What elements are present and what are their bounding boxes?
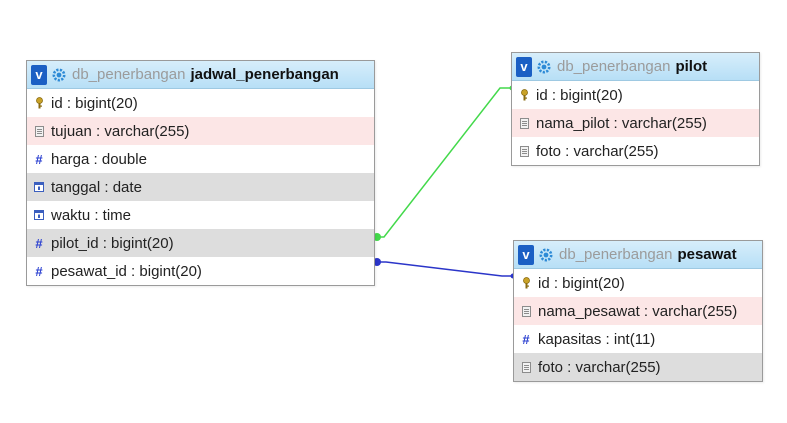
gear-icon[interactable] [537,60,551,74]
key-icon [518,89,530,101]
column-label: kapasitas : int(11) [538,330,656,348]
column-row[interactable]: waktu : time [27,201,374,229]
column-row[interactable]: id : bigint(20) [27,89,374,117]
text-icon [518,117,530,129]
column-label: pesawat_id : bigint(20) [51,262,202,280]
column-row[interactable]: foto : varchar(255) [512,137,759,165]
time-icon [33,210,45,220]
table-pesawat[interactable]: v db_penerbangan pesawat id : bigint(20)… [513,240,763,382]
database-name: db_penerbangan [559,246,673,263]
database-name: db_penerbangan [72,66,186,83]
column-row[interactable]: id : bigint(20) [512,81,759,109]
table-jadwal-penerbangan[interactable]: v db_penerbangan jadwal_penerbangan id :… [26,60,375,286]
column-label: harga : double [51,150,147,168]
column-row[interactable]: id : bigint(20) [514,269,762,297]
table-name[interactable]: pilot [675,58,708,75]
table-name[interactable]: pesawat [677,246,737,263]
column-row[interactable]: tanggal : date [27,173,374,201]
collapse-toggle-button[interactable]: v [518,244,534,265]
number-icon: # [522,331,530,347]
column-label: foto : varchar(255) [538,358,661,376]
column-row[interactable]: foto : varchar(255) [514,353,762,381]
column-label: nama_pesawat : varchar(255) [538,302,738,320]
text-icon [33,125,45,137]
relation-endpoint-pilot-source [373,233,381,241]
column-row[interactable]: # harga : double [27,145,374,173]
number-icon: # [35,263,43,279]
database-name: db_penerbangan [557,58,671,75]
collapse-toggle-button[interactable]: v [31,64,47,85]
column-label: tanggal : date [51,178,142,196]
collapse-toggle-button[interactable]: v [516,56,532,77]
text-icon [520,361,532,373]
column-row[interactable]: # pesawat_id : bigint(20) [27,257,374,285]
table-header[interactable]: v db_penerbangan pesawat [514,241,762,269]
key-icon [520,277,532,289]
column-label: waktu : time [51,206,132,224]
text-icon [520,305,532,317]
date-icon [33,182,45,192]
column-label: foto : varchar(255) [536,142,659,160]
column-label: id : bigint(20) [536,86,623,104]
table-pilot[interactable]: v db_penerbangan pilot id : bigint(20) n… [511,52,760,166]
column-label: nama_pilot : varchar(255) [536,114,707,132]
column-row[interactable]: # kapasitas : int(11) [514,325,762,353]
column-row[interactable]: tujuan : varchar(255) [27,117,374,145]
table-name[interactable]: jadwal_penerbangan [190,66,339,83]
column-row[interactable]: nama_pilot : varchar(255) [512,109,759,137]
table-header[interactable]: v db_penerbangan jadwal_penerbangan [27,61,374,89]
gear-icon[interactable] [52,68,66,82]
column-label: id : bigint(20) [51,94,138,112]
key-icon [33,97,45,109]
gear-icon[interactable] [539,248,553,262]
relation-line-pilot [377,87,512,238]
relation-line-pesawat [377,261,513,277]
relation-endpoint-pesawat-source [373,258,381,266]
column-label: tujuan : varchar(255) [51,122,190,140]
number-icon: # [35,235,43,251]
column-label: pilot_id : bigint(20) [51,234,174,252]
column-row[interactable]: # pilot_id : bigint(20) [27,229,374,257]
number-icon: # [35,151,43,167]
column-label: id : bigint(20) [538,274,625,292]
column-row[interactable]: nama_pesawat : varchar(255) [514,297,762,325]
text-icon [518,145,530,157]
table-header[interactable]: v db_penerbangan pilot [512,53,759,81]
